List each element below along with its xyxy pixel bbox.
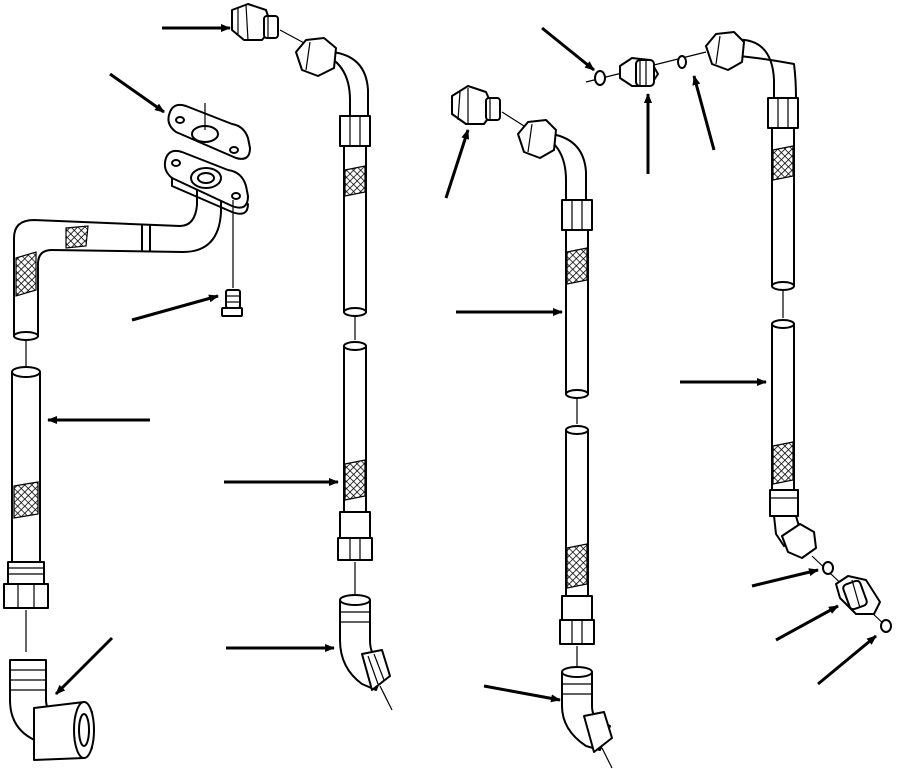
hose-lower-nut — [337, 511, 373, 561]
hose-assembly-3 — [451, 85, 613, 769]
callout-arrows — [47, 24, 877, 703]
braid-mesh — [566, 247, 588, 285]
swivel-nut — [705, 31, 745, 71]
connector — [619, 57, 659, 87]
braid-mesh — [344, 165, 366, 197]
braid-mesh — [15, 251, 37, 297]
callout-arrow — [109, 72, 165, 114]
flange-gasket — [167, 103, 251, 160]
braid-mesh — [566, 543, 588, 589]
o-ring — [677, 55, 687, 69]
braid-mesh — [13, 481, 39, 519]
elbow-adapter — [9, 659, 95, 761]
hose-lower-nut — [559, 595, 595, 645]
pipe-end — [13, 331, 39, 341]
callout-arrow — [131, 294, 219, 322]
split-flange — [163, 149, 249, 215]
swivel-nut — [517, 119, 557, 159]
callout-arrow — [692, 75, 716, 151]
hose-nut — [3, 561, 49, 609]
connector — [835, 575, 881, 615]
hose-assembly-2 — [231, 3, 393, 711]
o-ring — [822, 561, 834, 575]
callout-arrow — [444, 129, 470, 199]
hose-assembly-1 — [3, 103, 251, 761]
braid-mesh — [772, 441, 794, 485]
callout-arrow — [483, 684, 561, 703]
braid-mesh — [344, 459, 366, 501]
hose-lower-nut — [769, 489, 799, 517]
hose-assembly-4 — [585, 31, 892, 633]
callout-arrow — [751, 568, 819, 588]
o-ring — [594, 70, 606, 86]
hose-ferrule — [561, 199, 593, 231]
elbow-nipple — [561, 666, 613, 769]
elbow-nipple — [339, 594, 393, 711]
hose-ferrule — [767, 97, 799, 129]
capscrew — [221, 200, 243, 317]
swivel-nut — [781, 523, 817, 559]
connector — [451, 85, 501, 125]
o-ring — [880, 619, 892, 633]
swivel-nut — [295, 37, 337, 77]
braid-mesh — [65, 225, 89, 249]
callout-arrow — [817, 634, 877, 686]
hose-ferrule — [339, 115, 371, 147]
callout-arrow — [541, 26, 595, 72]
callout-arrow — [775, 604, 839, 642]
straight-hose — [11, 371, 41, 565]
elbow-pipe — [13, 169, 222, 337]
callout-arrow — [54, 636, 114, 696]
connector — [231, 3, 279, 41]
braid-mesh — [772, 145, 794, 181]
